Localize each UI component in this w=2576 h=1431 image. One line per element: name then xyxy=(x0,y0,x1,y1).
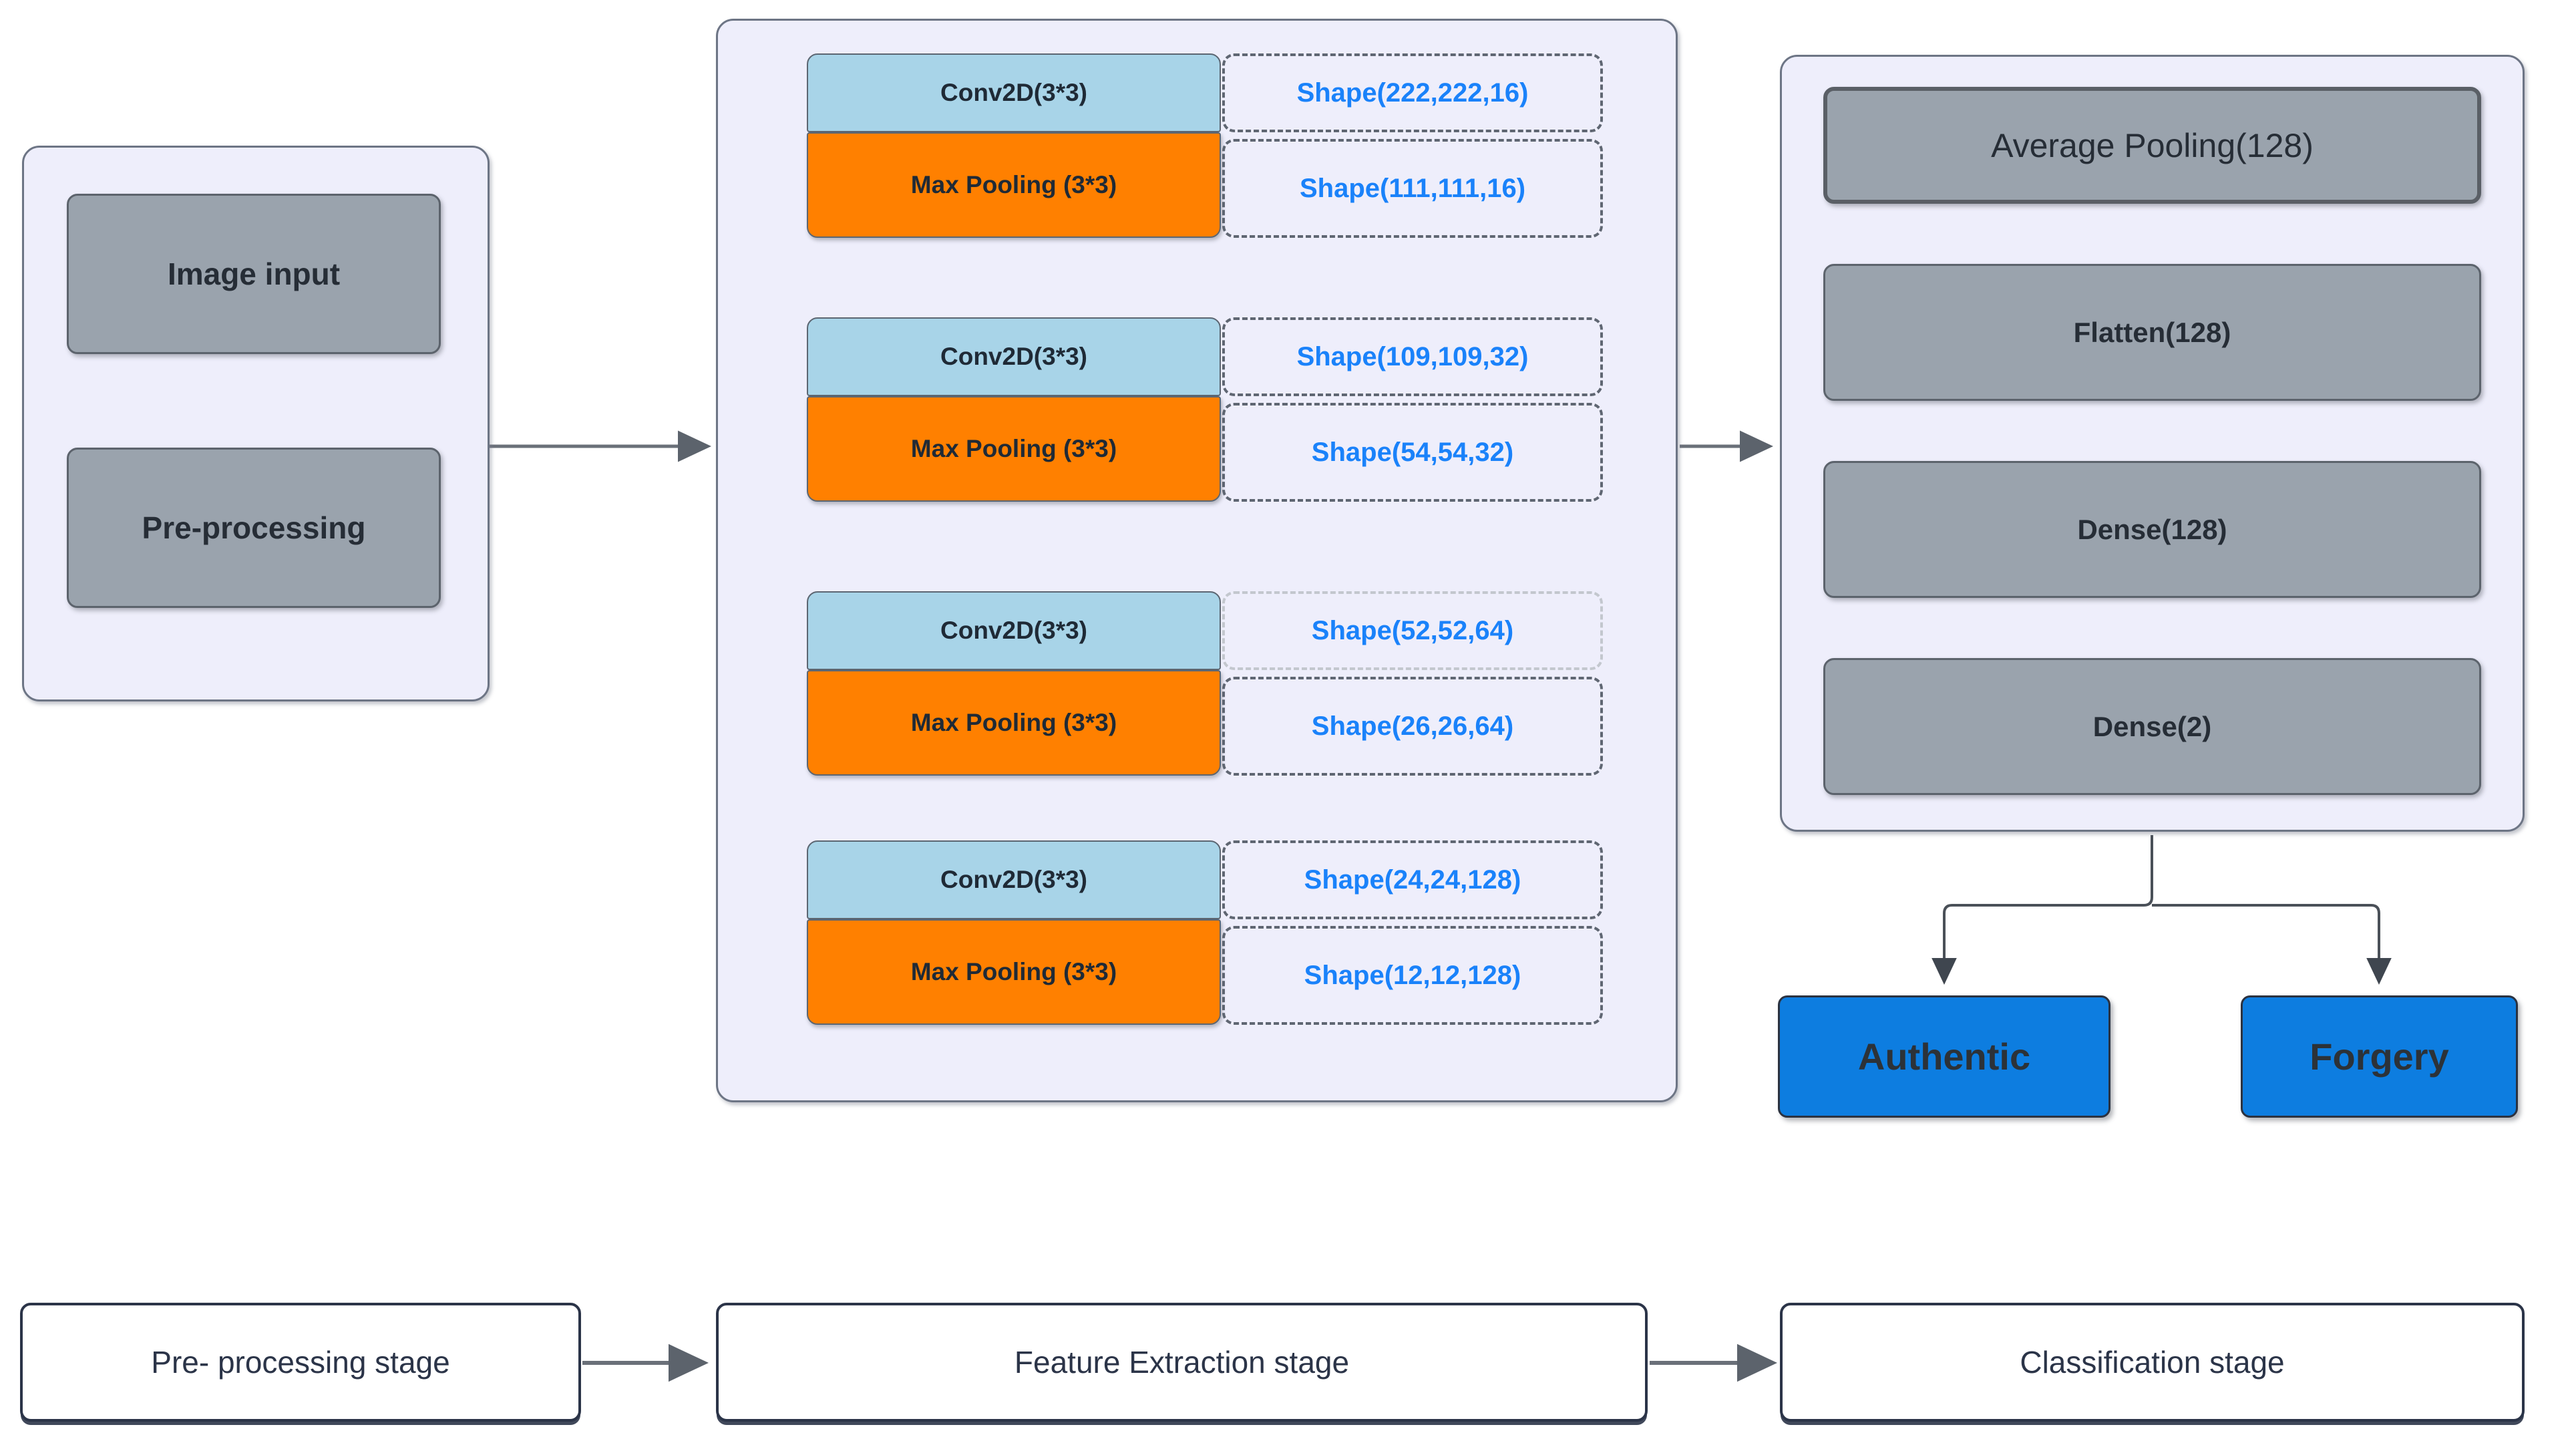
block-maxpool-1-label: Max Pooling (3*3) xyxy=(910,171,1117,198)
block-conv2d-2-label: Conv2D(3*3) xyxy=(940,343,1087,370)
block-conv2d-3-label: Conv2D(3*3) xyxy=(940,617,1087,644)
shape-text-conv-4: Shape(24,24,128) xyxy=(1304,864,1521,895)
shape-text-pool-2: Shape(54,54,32) xyxy=(1311,437,1514,467)
caption-feature-extraction-stage-label: Feature Extraction stage xyxy=(1014,1345,1350,1380)
caption-feature-extraction-stage[interactable]: Feature Extraction stage xyxy=(716,1303,1648,1422)
shape-box-conv-1: Shape(222,222,16) xyxy=(1222,53,1603,132)
shape-box-pool-3: Shape(26,26,64) xyxy=(1222,677,1603,776)
result-authentic[interactable]: Authentic xyxy=(1778,995,2110,1118)
shape-text-pool-3: Shape(26,26,64) xyxy=(1311,711,1514,741)
block-maxpool-4-label: Max Pooling (3*3) xyxy=(910,958,1117,985)
block-conv2d-1-label: Conv2D(3*3) xyxy=(940,79,1087,106)
shape-text-conv-1: Shape(222,222,16) xyxy=(1296,77,1529,108)
caption-classification-stage-label: Classification stage xyxy=(2020,1345,2285,1380)
block-maxpool-3[interactable]: Max Pooling (3*3) xyxy=(807,670,1221,776)
block-maxpool-3-label: Max Pooling (3*3) xyxy=(910,709,1117,736)
block-image-input[interactable]: Image input xyxy=(67,194,441,354)
shape-box-pool-2: Shape(54,54,32) xyxy=(1222,403,1603,502)
caption-pre-processing-stage[interactable]: Pre- processing stage xyxy=(20,1303,581,1422)
block-average-pooling[interactable]: Average Pooling(128) xyxy=(1823,87,2481,204)
block-conv2d-3[interactable]: Conv2D(3*3) xyxy=(807,591,1221,670)
block-flatten[interactable]: Flatten(128) xyxy=(1823,264,2481,401)
block-maxpool-4[interactable]: Max Pooling (3*3) xyxy=(807,919,1221,1025)
block-pre-processing[interactable]: Pre-processing xyxy=(67,448,441,608)
shape-box-pool-4: Shape(12,12,128) xyxy=(1222,926,1603,1025)
block-maxpool-2[interactable]: Max Pooling (3*3) xyxy=(807,396,1221,502)
shape-box-pool-1: Shape(111,111,16) xyxy=(1222,139,1603,238)
block-dense-128[interactable]: Dense(128) xyxy=(1823,461,2481,598)
block-conv2d-1[interactable]: Conv2D(3*3) xyxy=(807,53,1221,132)
block-dense-128-label: Dense(128) xyxy=(2077,513,2227,545)
caption-classification-stage[interactable]: Classification stage xyxy=(1780,1303,2525,1422)
block-pre-processing-label: Pre-processing xyxy=(142,510,366,545)
shape-box-conv-2: Shape(109,109,32) xyxy=(1222,317,1603,396)
block-flatten-label: Flatten(128) xyxy=(2073,316,2231,348)
block-dense-2-label: Dense(2) xyxy=(2092,710,2212,742)
shape-text-conv-3: Shape(52,52,64) xyxy=(1311,615,1514,645)
result-authentic-label: Authentic xyxy=(1857,1036,2031,1078)
block-conv2d-4[interactable]: Conv2D(3*3) xyxy=(807,840,1221,919)
shape-text-pool-1: Shape(111,111,16) xyxy=(1299,173,1526,203)
shape-text-conv-2: Shape(109,109,32) xyxy=(1296,341,1529,371)
block-image-input-label: Image input xyxy=(167,257,341,291)
arrow-dense2-to-authentic xyxy=(1931,835,2153,985)
block-dense-2[interactable]: Dense(2) xyxy=(1823,658,2481,795)
shape-box-conv-3: Shape(52,52,64) xyxy=(1222,591,1603,670)
caption-pre-processing-stage-label: Pre- processing stage xyxy=(151,1345,450,1380)
shape-text-pool-4: Shape(12,12,128) xyxy=(1304,960,1521,990)
arrow-dense2-to-forgery xyxy=(2152,904,2392,985)
block-maxpool-2-label: Max Pooling (3*3) xyxy=(910,435,1117,462)
shape-box-conv-4: Shape(24,24,128) xyxy=(1222,840,1603,919)
block-average-pooling-label: Average Pooling(128) xyxy=(1991,126,2314,164)
result-forgery[interactable]: Forgery xyxy=(2241,995,2518,1118)
block-maxpool-1[interactable]: Max Pooling (3*3) xyxy=(807,132,1221,238)
result-forgery-label: Forgery xyxy=(2310,1036,2449,1078)
block-conv2d-4-label: Conv2D(3*3) xyxy=(940,866,1087,893)
block-conv2d-2[interactable]: Conv2D(3*3) xyxy=(807,317,1221,396)
